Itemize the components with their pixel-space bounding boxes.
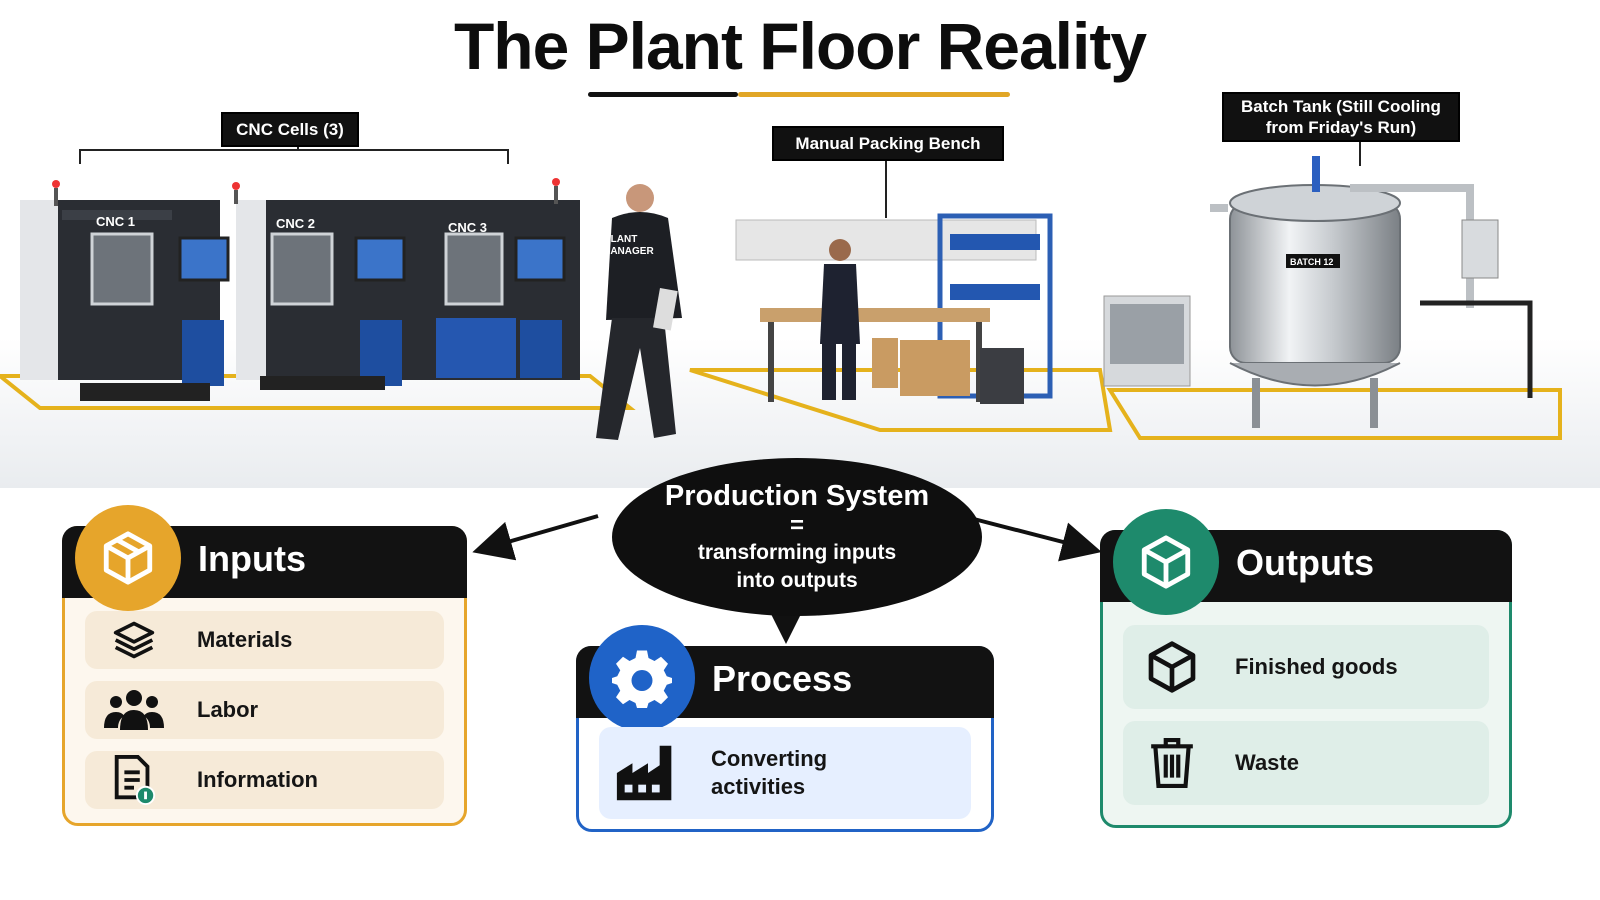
callout-packing-bench: Manual Packing Bench xyxy=(772,126,1004,161)
page-title: The Plant Floor Reality xyxy=(453,9,1147,83)
plant-manager-figure xyxy=(596,184,682,440)
arrow-to-outputs xyxy=(969,516,1102,562)
callout-batch-tank: Batch Tank (Still Cooling from Friday's … xyxy=(1222,92,1460,142)
packing-bench xyxy=(735,156,1053,404)
cube-icon xyxy=(1141,535,1191,589)
cnc-machines xyxy=(20,178,580,401)
inputs-card: Inputs Materials Labor xyxy=(62,505,467,826)
callout-batch-tank-line1: Batch Tank (Still Cooling xyxy=(1241,97,1441,116)
inputs-item-information: Information xyxy=(85,751,444,809)
inputs-item-label: Materials xyxy=(197,627,293,652)
hub-line2: into outputs xyxy=(736,568,858,592)
title-underline-gold xyxy=(738,92,1010,97)
arrow-to-inputs xyxy=(472,514,599,561)
manager-label-line2: MANAGER xyxy=(602,246,654,257)
cnc1-label: CNC 1 xyxy=(96,214,135,229)
inputs-badge xyxy=(75,505,181,611)
process-title: Process xyxy=(712,658,853,699)
factory-icon xyxy=(613,741,683,805)
batch-tank-label: BATCH 12 xyxy=(1290,257,1333,267)
process-item-line1: Converting xyxy=(711,746,828,771)
outputs-title: Outputs xyxy=(1236,542,1374,583)
callout-batch-tank-line2: from Friday's Run) xyxy=(1265,118,1417,137)
manager-label-line1: PLANT xyxy=(604,234,637,245)
hub-title: Production System xyxy=(664,479,930,512)
inputs-item-label: Information xyxy=(197,767,318,792)
document-info-icon xyxy=(99,755,169,805)
cnc3-label: CNC 3 xyxy=(448,220,487,235)
gear-icon xyxy=(612,650,672,708)
outputs-badge xyxy=(1113,509,1219,615)
process-card: Process Converting activities xyxy=(576,625,994,832)
layers-icon xyxy=(99,618,169,662)
inputs-item-materials: Materials xyxy=(85,611,444,669)
inputs-item-label: Labor xyxy=(197,697,259,722)
batch-tank xyxy=(1103,138,1533,428)
outputs-item-label: Finished goods xyxy=(1235,654,1398,679)
people-icon xyxy=(99,688,169,732)
inputs-item-labor: Labor xyxy=(85,681,444,739)
outputs-card: Outputs Finished goods Waste xyxy=(1100,509,1512,828)
process-item-converting: Converting activities xyxy=(599,727,971,819)
box-icon xyxy=(1137,639,1207,695)
process-badge xyxy=(589,625,695,731)
package-icon xyxy=(103,531,153,585)
title-underline-dark xyxy=(588,92,738,97)
callout-cnc-cells: CNC Cells (3) xyxy=(221,112,359,147)
outputs-item-finished-goods: Finished goods xyxy=(1123,625,1489,709)
outputs-item-waste: Waste xyxy=(1123,721,1489,805)
process-item-line2: activities xyxy=(711,774,806,799)
cnc2-label: CNC 2 xyxy=(276,216,315,231)
hub-line1: transforming inputs xyxy=(697,540,897,564)
trash-icon xyxy=(1137,735,1207,791)
outputs-item-label: Waste xyxy=(1235,750,1299,775)
production-system-hub: Production System = transforming inputs … xyxy=(612,458,982,616)
hub-equals: = xyxy=(789,511,804,539)
inputs-title: Inputs xyxy=(198,538,306,579)
